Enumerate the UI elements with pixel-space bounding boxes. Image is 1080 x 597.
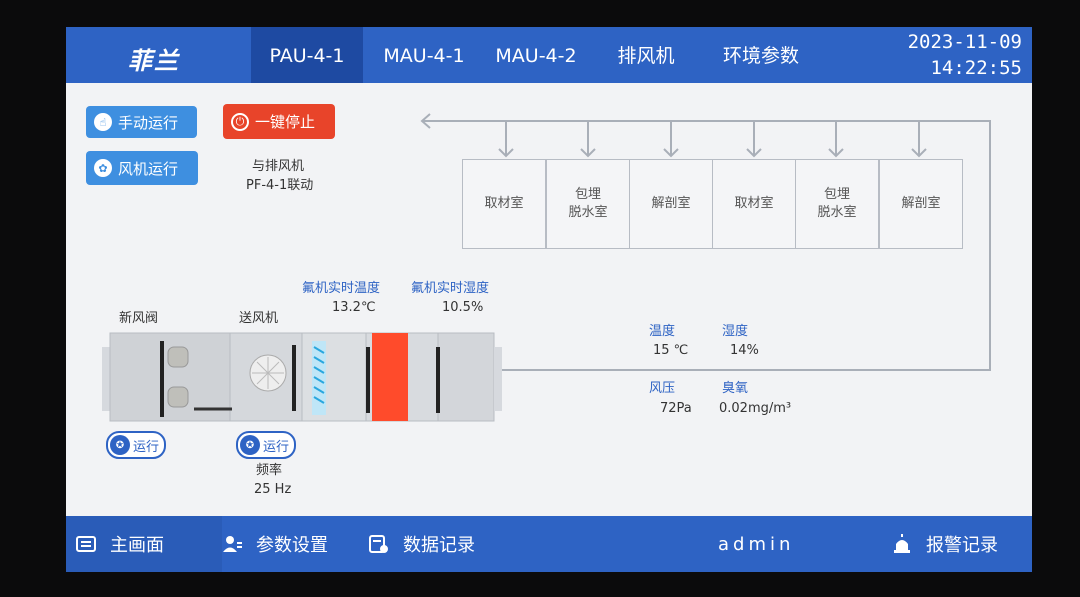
valve-run-indicator: ✪ 运行	[106, 431, 166, 459]
supply-fan-label: 送风机	[239, 311, 279, 326]
env-temp-value: 15 ℃	[653, 343, 689, 358]
manual-run-label: 手动运行	[118, 113, 179, 132]
user-name: admin	[718, 533, 795, 555]
tab-mau-4-1[interactable]: MAU-4-1	[383, 45, 465, 67]
linkage-line1: 与排风机	[252, 159, 305, 174]
records-icon	[369, 535, 389, 553]
fan-status: 运行	[263, 439, 290, 455]
env-hum-label: 湿度	[722, 324, 749, 339]
room-1: 取材室	[462, 159, 546, 249]
nav-alarm-label: 报警记录	[926, 535, 998, 556]
env-hum-value: 14%	[730, 343, 759, 358]
linkage-line2: PF-4-1联动	[246, 178, 314, 193]
user-settings-icon	[222, 535, 242, 553]
room-5: 包埋 脱水室	[795, 159, 879, 249]
star-icon: ✪	[240, 435, 260, 455]
hmi-screen: 菲兰 PAU-4-1 MAU-4-1 MAU-4-2 排风机 环境参数 2023…	[66, 27, 1032, 572]
bottom-bar: 主画面 参数设置 数据记录 admin 报警记录	[66, 516, 1032, 572]
freq-value: 25 Hz	[254, 482, 292, 497]
fan-run-indicator: ✪ 运行	[236, 431, 296, 459]
air-handling-unit	[102, 332, 502, 422]
valve-status: 运行	[133, 439, 160, 455]
nav-main-screen[interactable]: 主画面	[66, 516, 222, 572]
env-pressure-value: 72Pa	[660, 401, 692, 416]
unit-temp-value: 13.2℃	[332, 300, 376, 315]
env-ozone-label: 臭氧	[722, 381, 749, 396]
nav-data-records[interactable]: 数据记录	[369, 516, 475, 572]
alarm-bell-icon	[892, 534, 912, 553]
screen-icon	[76, 535, 96, 553]
hand-icon: ☝	[94, 113, 112, 131]
room-4: 取材室	[712, 159, 796, 249]
fan-run-button[interactable]: ✿ 风机运行	[86, 151, 198, 185]
room-6: 解剖室	[879, 159, 963, 249]
tab-mau-4-2[interactable]: MAU-4-2	[495, 45, 577, 67]
fan-run-label: 风机运行	[118, 159, 179, 178]
unit-humidity-label: 氟机实时湿度	[411, 281, 490, 296]
nav-alarm-records[interactable]: 报警记录	[892, 516, 998, 572]
fresh-air-valve-label: 新风阀	[119, 311, 159, 326]
nav-params-label: 参数设置	[256, 535, 328, 556]
date: 2023-11-09	[907, 31, 1022, 53]
top-bar: 菲兰 PAU-4-1 MAU-4-1 MAU-4-2 排风机 环境参数 2023…	[66, 27, 1032, 83]
emergency-stop-button[interactable]: ⏻ 一键停止	[223, 104, 335, 139]
tab-environment[interactable]: 环境参数	[722, 45, 799, 67]
nav-records-label: 数据记录	[403, 535, 475, 556]
fan-icon: ✿	[94, 159, 112, 177]
unit-temp-label: 氟机实时温度	[302, 281, 381, 296]
nav-parameter-settings[interactable]: 参数设置	[222, 516, 328, 572]
datetime: 2023-11-09 14:22:55	[908, 29, 1022, 81]
env-temp-label: 温度	[649, 324, 676, 339]
power-icon: ⏻	[231, 112, 249, 131]
star-icon: ✪	[110, 435, 130, 455]
env-pressure-label: 风压	[649, 381, 676, 396]
nav-main-label: 主画面	[110, 535, 164, 556]
room-2: 包埋 脱水室	[546, 159, 630, 249]
room-3: 解剖室	[629, 159, 713, 249]
emergency-stop-label: 一键停止	[255, 113, 316, 131]
brand-logo: 菲兰	[128, 47, 180, 75]
time: 14:22:55	[930, 57, 1022, 79]
tab-exhaust-fan[interactable]: 排风机	[617, 45, 675, 67]
manual-run-button[interactable]: ☝ 手动运行	[86, 106, 197, 138]
env-ozone-value: 0.02mg/m³	[719, 401, 792, 416]
tab-pau-4-1[interactable]: PAU-4-1	[251, 27, 363, 83]
unit-humidity-value: 10.5%	[442, 300, 484, 315]
freq-label: 频率	[256, 463, 283, 478]
duct-diagram	[420, 113, 991, 371]
